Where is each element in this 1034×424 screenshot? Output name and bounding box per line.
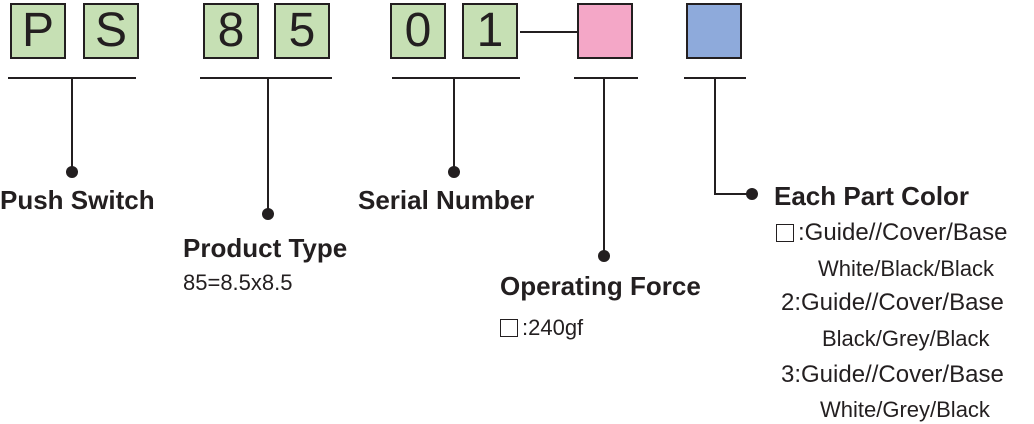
part-color-dot bbox=[746, 188, 758, 200]
color-option-2-value: Black/Grey/Black bbox=[822, 326, 990, 351]
operating-force-dot bbox=[598, 250, 610, 262]
blank-code-box-icon bbox=[500, 319, 518, 337]
operating-force-label: Operating Force bbox=[500, 271, 701, 301]
color-option-3-code: 3:Guide//Cover/Base bbox=[781, 361, 1004, 388]
operating-force-value: :240gf bbox=[522, 315, 584, 340]
code-box-1: 1 bbox=[462, 3, 518, 59]
code-box-s: S bbox=[83, 3, 139, 59]
blank-code-box-icon bbox=[776, 224, 794, 242]
push-switch-dot bbox=[66, 166, 78, 178]
product-type-label: Product Type bbox=[183, 233, 348, 263]
serial-number-label: Serial Number bbox=[358, 185, 535, 215]
product-type-value: 85=8.5x8.5 bbox=[183, 270, 293, 295]
operating-force-option: :240gf bbox=[500, 315, 583, 341]
code-box-operating-force bbox=[577, 3, 633, 59]
code-box-p: P bbox=[10, 3, 66, 59]
product-type-dot bbox=[262, 208, 274, 220]
code-box-0: 0 bbox=[390, 3, 446, 59]
code-box-part-color bbox=[686, 3, 742, 59]
code-box-5: 5 bbox=[274, 3, 330, 59]
push-switch-label: Push Switch bbox=[0, 185, 155, 215]
code-box-8: 8 bbox=[203, 3, 259, 59]
color-option-1-value: White/Black/Black bbox=[818, 256, 995, 281]
part-color-label: Each Part Color bbox=[774, 181, 970, 211]
serial-number-dot bbox=[448, 166, 460, 178]
color-option-code: :Guide//Cover/Base bbox=[776, 219, 1007, 247]
color-option-2-code: 2:Guide//Cover/Base bbox=[781, 289, 1004, 316]
color-option-1-code: :Guide//Cover/Base bbox=[798, 219, 1008, 246]
color-option-3-value: White/Grey/Black bbox=[820, 397, 990, 422]
